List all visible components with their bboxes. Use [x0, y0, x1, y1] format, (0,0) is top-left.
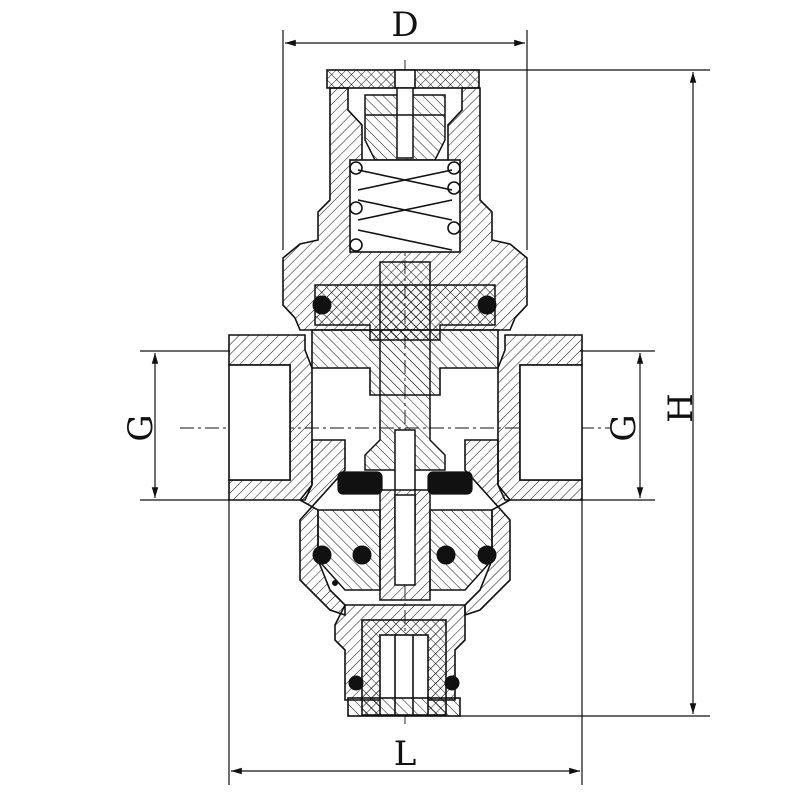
dimension-g-right — [580, 350, 655, 501]
dimension-h — [458, 69, 710, 717]
bottom-plug — [334, 604, 466, 717]
spring — [349, 159, 461, 253]
label-h: H — [661, 393, 701, 423]
dimension-d — [282, 30, 528, 250]
label-d: D — [391, 5, 418, 45]
adjusting-screw — [364, 87, 446, 161]
seal-gaskets — [337, 471, 473, 495]
dimension-l — [228, 500, 583, 785]
label-g-left: G — [121, 414, 161, 441]
label-l: L — [394, 734, 417, 774]
valve-body — [228, 329, 583, 617]
dimension-g-left — [140, 350, 230, 501]
valve-seat — [317, 489, 493, 601]
label-g-right: G — [604, 414, 644, 441]
